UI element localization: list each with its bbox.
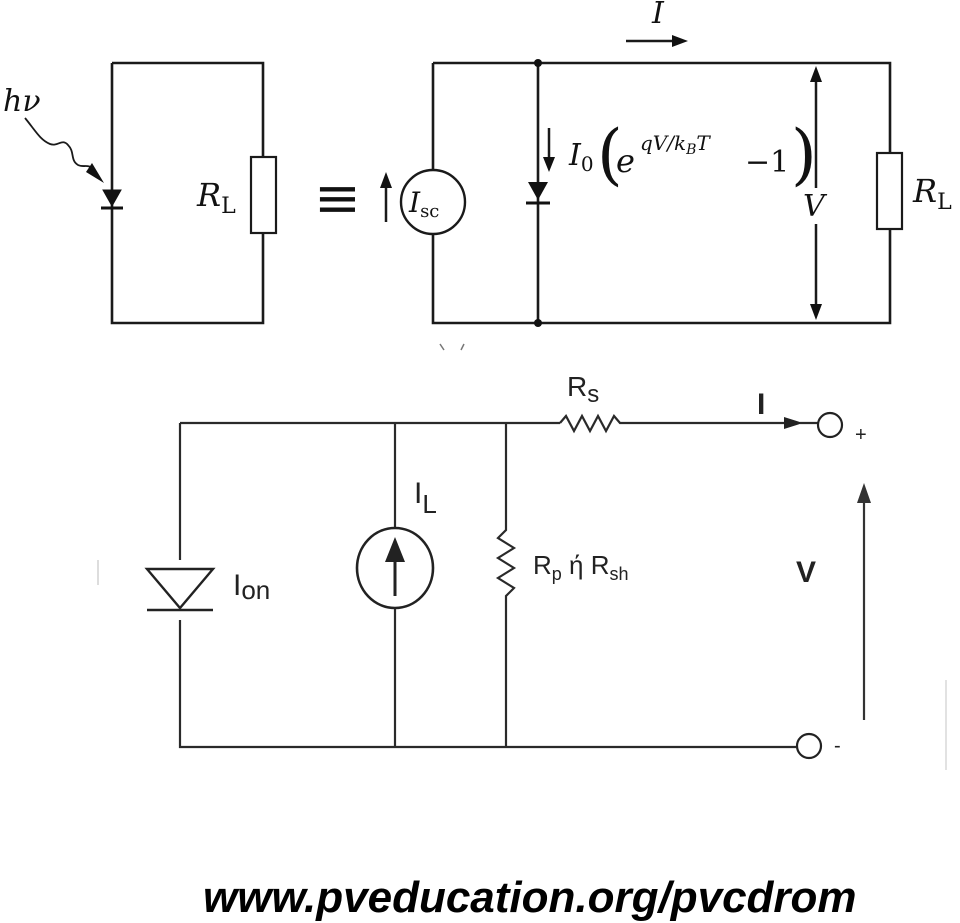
source-direction-arrow bbox=[380, 172, 392, 222]
load-resistor-left bbox=[249, 155, 278, 235]
series-resistor-label: Rs bbox=[567, 371, 599, 408]
photon-arrow bbox=[24, 117, 95, 171]
terminal-minus bbox=[795, 732, 823, 760]
svg-text:I0: I0 bbox=[568, 138, 594, 176]
diode-equation: I0 ( e qV/kBT −1 ) bbox=[568, 116, 817, 193]
voltage-label-bg bbox=[800, 188, 832, 224]
svg-text:): ) bbox=[791, 116, 817, 193]
top-right-circuit: Isc I0 ( e qV/kBT −1 ) I bbox=[380, 0, 952, 327]
svg-text:−1: −1 bbox=[745, 145, 789, 180]
equivalence-symbol: ≡ bbox=[314, 166, 361, 231]
junction-top bbox=[534, 59, 542, 67]
photon-label: hν bbox=[3, 84, 41, 119]
voltage-label-bottom: V bbox=[796, 556, 816, 589]
svg-text:(: ( bbox=[597, 116, 623, 193]
load-label-left: RL bbox=[196, 176, 236, 219]
plus-sign: + bbox=[855, 424, 867, 446]
left-loop-wire bbox=[110, 61, 265, 325]
source-url: www.pveducation.org/pvcdrom bbox=[203, 873, 857, 922]
voltage-arrow-bottom bbox=[857, 483, 871, 720]
shunt-resistor bbox=[495, 423, 517, 747]
current-arrow-top bbox=[626, 35, 688, 47]
source-il-arrow bbox=[385, 537, 405, 596]
source-label-il: IL bbox=[414, 477, 437, 519]
scan-artifact bbox=[439, 343, 465, 351]
bottom-circuit: + - Ion IL Rp ή Rsh Rs bbox=[144, 371, 871, 760]
diode-top bbox=[526, 182, 550, 205]
photon-arrow-head bbox=[86, 163, 104, 183]
shunt-label: Rp ή Rsh bbox=[533, 550, 629, 584]
diode-bottom bbox=[144, 560, 216, 620]
source-label-isc: Isc bbox=[408, 186, 439, 222]
bottom-rail bbox=[178, 423, 796, 749]
current-label-top: I bbox=[651, 0, 665, 31]
current-label-bottom: I bbox=[757, 388, 765, 421]
svg-text:qV/kBT: qV/kBT bbox=[640, 131, 711, 158]
diode-current-arrow bbox=[543, 128, 555, 172]
terminal-plus bbox=[816, 411, 844, 439]
top-left-circuit: hν RL bbox=[3, 61, 278, 325]
voltage-label-top: V bbox=[803, 189, 828, 224]
load-resistor-right bbox=[875, 151, 904, 231]
diode-label-ion: Ion bbox=[233, 569, 270, 605]
load-label-right: RL bbox=[912, 172, 952, 215]
minus-sign: - bbox=[834, 735, 841, 757]
series-resistor-rs bbox=[559, 413, 790, 434]
photodiode bbox=[101, 189, 123, 210]
svg-text:e: e bbox=[616, 142, 635, 180]
output-current-arrow bbox=[784, 417, 803, 429]
current-source-isc bbox=[399, 168, 467, 236]
junction-bottom bbox=[534, 319, 542, 327]
